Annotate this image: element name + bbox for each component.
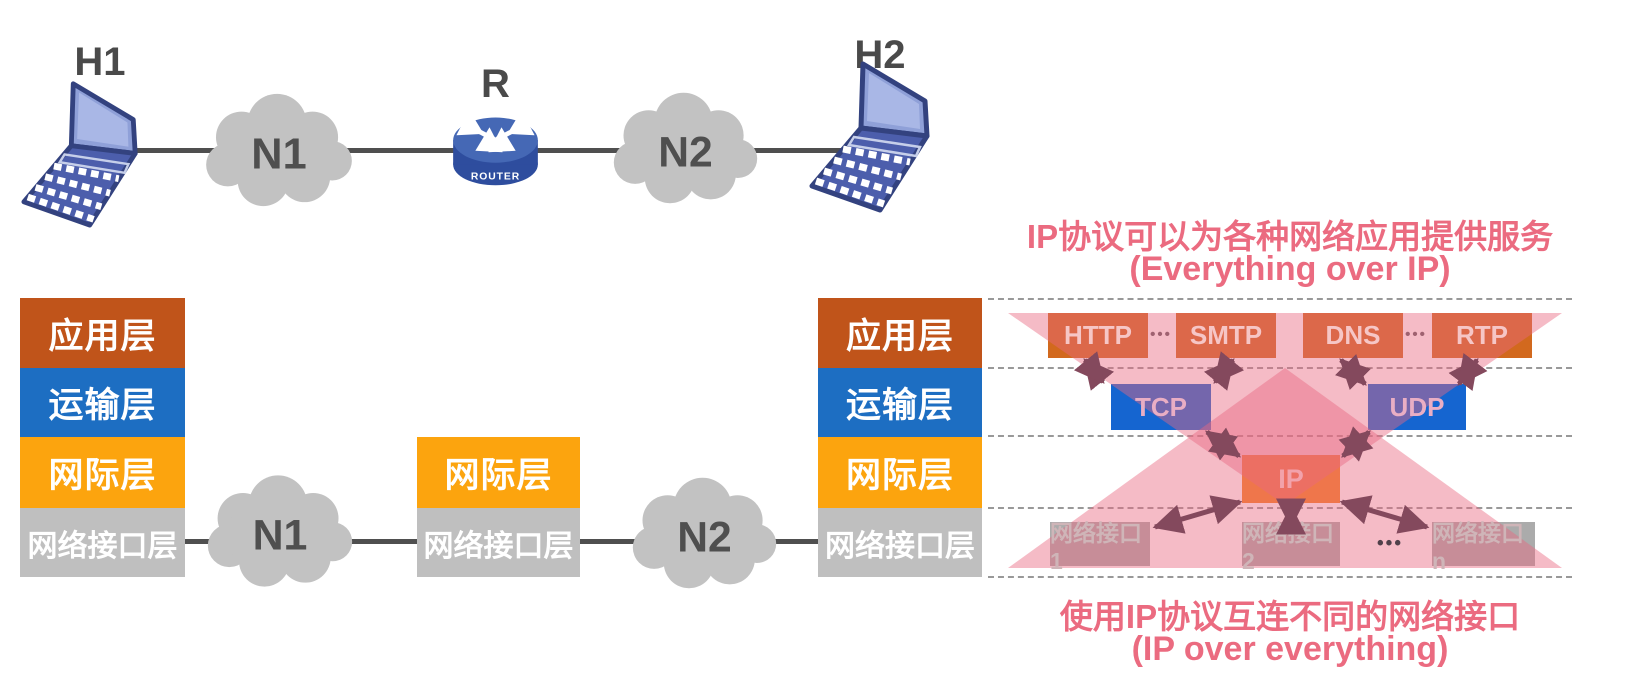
layer-application: 应用层 — [20, 298, 185, 368]
protocol-box-ip: IP — [1242, 455, 1340, 503]
host2-laptop-icon — [809, 61, 930, 213]
dashed-line-2 — [988, 367, 1572, 369]
layer-internet: 网际层 — [818, 437, 982, 508]
net2-bottom-label: N2 — [677, 513, 731, 561]
router-label: R — [481, 62, 510, 106]
dashed-line-3 — [988, 435, 1572, 437]
net1-bottom-label: N1 — [253, 512, 308, 560]
layer-netif: 网络接口层 — [20, 508, 185, 577]
arrow-tcp-ip — [1205, 427, 1241, 461]
protocol-box-dns: DNS — [1303, 313, 1403, 358]
layer-transport: 运输层 — [818, 368, 982, 437]
hourglass-footer-en: (IP over everything) — [1131, 630, 1449, 668]
router-icon: ROUTER — [453, 110, 538, 186]
hourglass-title-zh: IP协议可以为各种网络应用提供服务 — [1026, 218, 1554, 255]
net2-label: N2 — [658, 128, 712, 176]
arrow-http-tcp — [1073, 351, 1115, 391]
protocol-box-rtp: RTP — [1432, 313, 1532, 358]
host1-laptop-icon — [21, 81, 138, 228]
host1-label: H1 — [74, 40, 126, 84]
net1-label: N1 — [251, 131, 306, 179]
hourglass-arrows — [1073, 351, 1488, 535]
arrow-dns-udp — [1334, 353, 1372, 391]
hourglass-title-en: (Everything over IP) — [1129, 250, 1451, 288]
apps-ellipsis-2: ••• — [1405, 325, 1427, 343]
layer-application: 应用层 — [818, 298, 982, 368]
protocol-box-smtp: SMTP — [1176, 313, 1276, 358]
layer-netif: 网络接口层 — [818, 508, 982, 577]
net1-cloud-bottom: N1 — [207, 475, 353, 587]
apps-ellipsis-1: ••• — [1150, 325, 1172, 343]
arrow-smtp-tcp — [1203, 351, 1245, 391]
layer-netif: 网络接口层 — [417, 508, 580, 577]
protocol-box-http: HTTP — [1048, 313, 1148, 358]
arrow-ip-if1 — [1152, 495, 1243, 534]
protocol-box-udp: UDP — [1368, 384, 1466, 430]
net2-cloud: N2 — [613, 92, 758, 204]
interface-box-n: 网络接口n — [1432, 520, 1535, 574]
protocol-box-tcp: TCP — [1111, 384, 1211, 430]
interface-ellipsis: ••• — [1377, 533, 1403, 554]
dashed-line-1 — [988, 298, 1572, 300]
layer-internet: 网际层 — [20, 437, 185, 508]
layer-internet: 网际层 — [417, 437, 580, 508]
arrow-udp-ip — [1338, 426, 1374, 462]
router-protocol-stack: 网际层 网络接口层 — [417, 437, 580, 577]
net1-cloud: N1 — [206, 93, 352, 207]
arrow-ip-ifn — [1339, 495, 1430, 534]
hourglass-footer-zh: 使用IP协议互连不同的网络接口 — [1059, 598, 1521, 635]
interface-box-1: 网络接口1 — [1050, 520, 1150, 574]
net2-cloud-bottom: N2 — [632, 477, 777, 589]
arrow-rtp-udp — [1448, 353, 1488, 391]
layer-transport: 运输层 — [20, 368, 185, 437]
host2-protocol-stack: 应用层 运输层 网际层 网络接口层 — [818, 298, 982, 577]
dashed-line-5 — [988, 576, 1572, 578]
router-caption: ROUTER — [471, 172, 520, 183]
host1-protocol-stack: 应用层 运输层 网际层 网络接口层 — [20, 298, 185, 577]
